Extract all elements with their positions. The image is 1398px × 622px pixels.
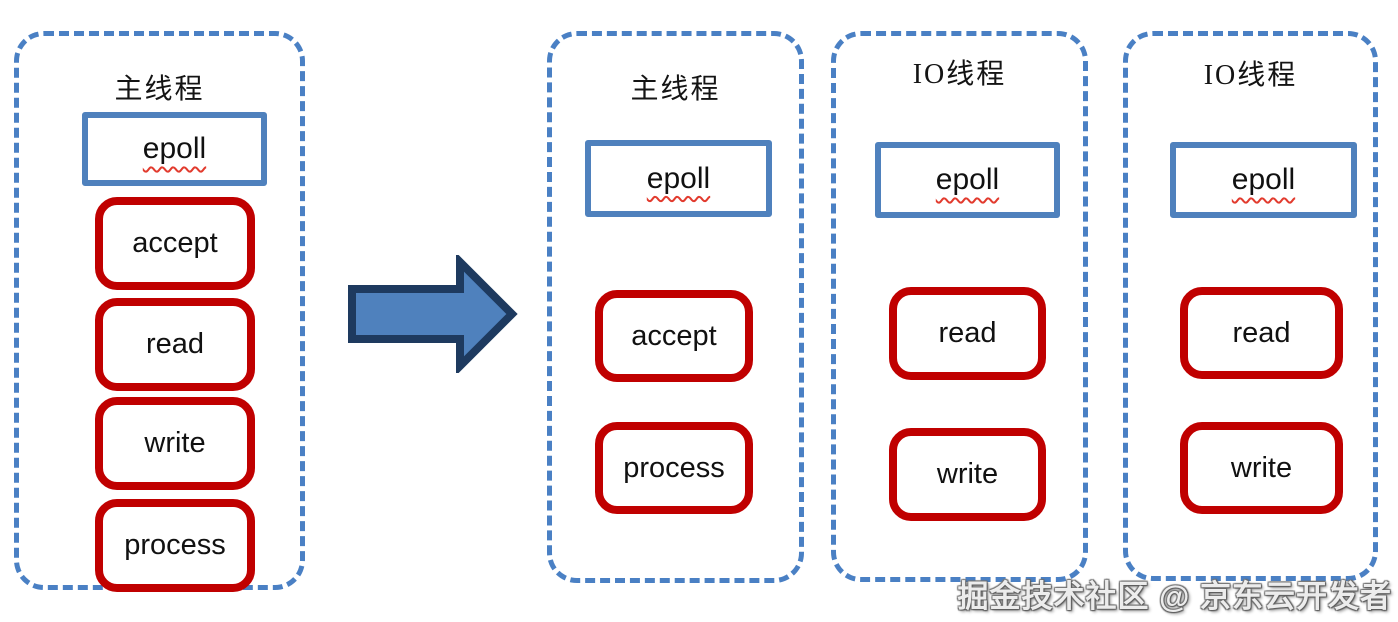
main-thread-panel-before: 主线程 epoll accept read write process [14, 31, 305, 592]
transform-arrow-icon [348, 255, 518, 373]
panel-title: 主线程 [630, 74, 721, 105]
epoll-label: epoll [935, 163, 1000, 196]
panel-title: IO线程 [1203, 60, 1298, 91]
task-box-process: process [95, 499, 255, 592]
task-box-write: write [1180, 422, 1343, 514]
watermark: 掘金技术社区 @ 京东云开发者 [957, 579, 1392, 614]
task-box-accept: accept [95, 197, 255, 290]
panel-title: 主线程 [114, 74, 205, 105]
epoll-box: epoll [875, 142, 1060, 218]
task-box-write: write [95, 397, 255, 490]
epoll-label: epoll [646, 161, 711, 195]
task-box-read: read [889, 287, 1046, 380]
epoll-box: epoll [82, 112, 267, 186]
task-box-process: process [595, 422, 753, 514]
task-box-write: write [889, 428, 1046, 521]
task-box-accept: accept [595, 290, 753, 382]
epoll-box: epoll [1170, 142, 1357, 218]
epoll-box: epoll [585, 140, 772, 217]
epoll-label: epoll [142, 132, 207, 165]
main-thread-panel-after: 主线程 epoll accept process [547, 31, 804, 583]
task-box-read: read [95, 298, 255, 391]
io-thread-panel-1: IO线程 epoll read write [831, 31, 1088, 582]
panel-title: IO线程 [912, 59, 1007, 90]
task-box-read: read [1180, 287, 1343, 379]
io-thread-panel-2: IO线程 epoll read write [1123, 31, 1378, 581]
epoll-label: epoll [1231, 163, 1296, 196]
